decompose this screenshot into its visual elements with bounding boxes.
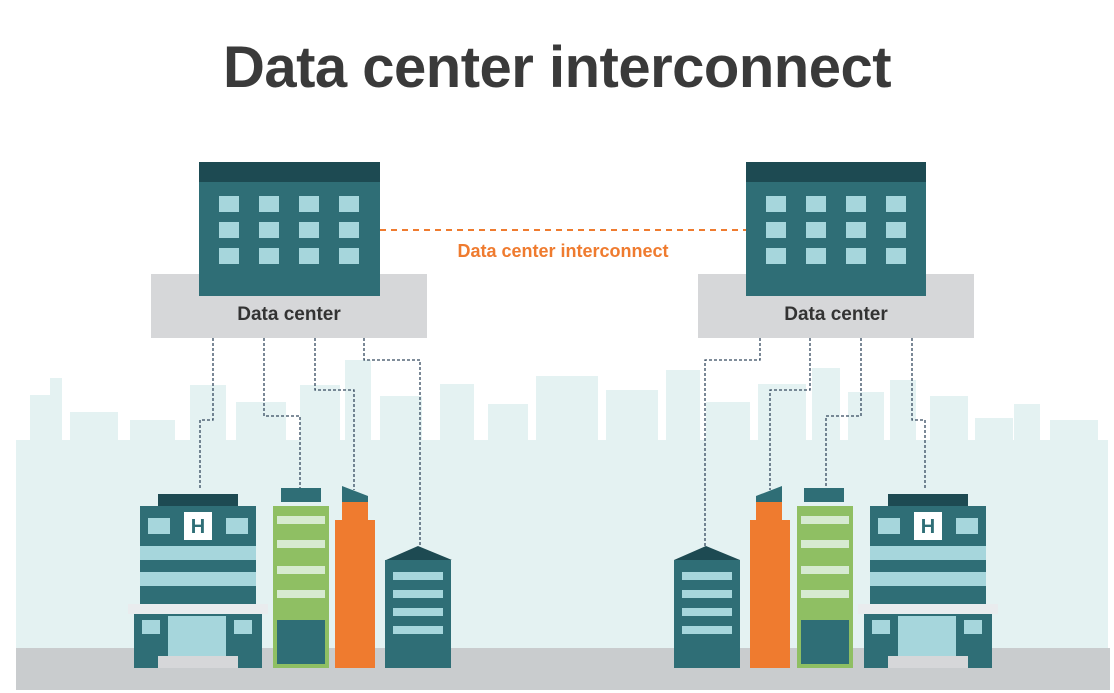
server-window	[806, 196, 826, 212]
connector-lines-left	[199, 338, 421, 548]
server-window	[886, 196, 906, 212]
orange-tower-icon	[335, 486, 375, 668]
server-window	[339, 222, 359, 238]
server-window	[846, 222, 866, 238]
page-title: Data center interconnect	[222, 35, 892, 100]
server-window	[219, 222, 239, 238]
office-tower-icon	[385, 546, 452, 668]
server-window	[766, 196, 786, 212]
server-window	[259, 248, 279, 264]
green-building-icon	[797, 488, 853, 668]
server-building-icon	[746, 162, 926, 296]
server-window	[299, 248, 319, 264]
server-building-icon	[199, 162, 380, 296]
server-window	[766, 222, 786, 238]
server-window	[219, 248, 239, 264]
green-building-icon	[273, 488, 329, 668]
server-window	[259, 222, 279, 238]
hospital-sign-left: H	[191, 516, 205, 538]
hospital-building-icon	[128, 494, 268, 668]
server-window	[806, 248, 826, 264]
server-window	[299, 196, 319, 212]
server-window	[846, 196, 866, 212]
hospital-building-icon	[858, 494, 998, 668]
interconnect-label: Data center interconnect	[457, 241, 669, 261]
server-window	[846, 248, 866, 264]
server-window	[766, 248, 786, 264]
orange-tower-icon	[750, 486, 790, 668]
office-tower-icon	[674, 546, 740, 668]
server-window	[219, 196, 239, 212]
server-window	[806, 222, 826, 238]
connector-lines-right	[704, 338, 926, 548]
data-center-label-right: Data center	[784, 304, 888, 325]
server-window	[259, 196, 279, 212]
server-window	[886, 248, 906, 264]
hospital-sign-right: H	[921, 516, 935, 538]
server-window	[886, 222, 906, 238]
server-window	[339, 248, 359, 264]
server-window	[299, 222, 319, 238]
server-window	[339, 196, 359, 212]
data-center-label-left: Data center	[237, 304, 341, 325]
